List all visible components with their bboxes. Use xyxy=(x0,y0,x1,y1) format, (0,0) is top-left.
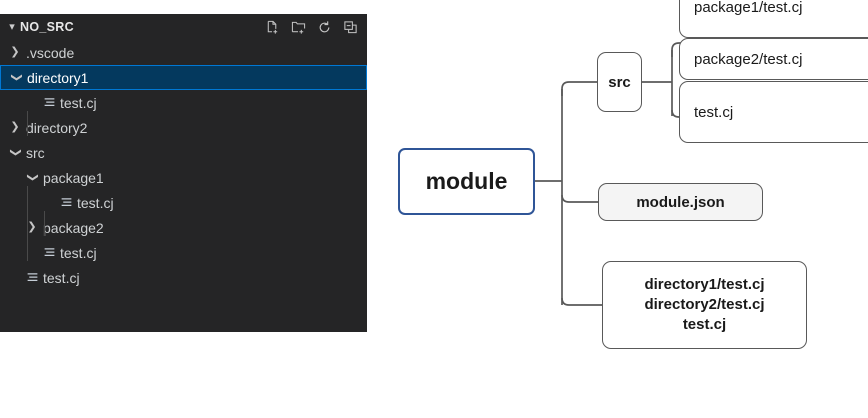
module-structure-diagram: module src package1/test.cj package2/tes… xyxy=(380,0,868,418)
tree-item-label: .vscode xyxy=(26,44,75,61)
diagram-node-line: directory2/test.cj xyxy=(644,296,765,314)
tree-item-testcj-8[interactable]: ❯test.cj xyxy=(0,240,367,265)
tree-item-label: directory1 xyxy=(27,69,89,86)
tree-item-label: src xyxy=(26,144,45,161)
explorer-header[interactable]: ▾ NO_SRC xyxy=(0,14,367,40)
collapse-all-icon[interactable] xyxy=(342,19,359,36)
file-icon xyxy=(58,196,75,209)
file-icon xyxy=(41,246,58,259)
file-icon xyxy=(41,96,58,109)
tree-item-directory2-3[interactable]: ❯ directory2 xyxy=(0,115,367,140)
chevron-down-icon[interactable]: ❯ xyxy=(26,172,39,183)
diagram-node-line: directory1/test.cj xyxy=(644,276,765,294)
tree-item-package2-7[interactable]: ❯ package2 xyxy=(0,215,367,240)
tree-item-testcj-6[interactable]: ❯test.cj xyxy=(0,190,367,215)
tree-indent-guide xyxy=(44,211,45,236)
file-icon xyxy=(24,271,41,284)
tree-indent-guide xyxy=(27,186,28,261)
chevron-down-icon[interactable]: ❯ xyxy=(10,72,23,83)
diagram-node-package1-testcj[interactable]: package1/test.cj xyxy=(679,0,868,38)
file-tree: ❯.vscode❯directory1❯test.cj❯directory2❯s… xyxy=(0,40,367,290)
diagram-node-root-sources[interactable]: directory1/test.cj directory2/test.cj te… xyxy=(602,261,807,349)
diagram-node-line: test.cj xyxy=(682,315,727,333)
explorer-folder-title: NO_SRC xyxy=(20,20,74,34)
tree-item-label: test.cj xyxy=(60,244,97,261)
tree-item-label: directory2 xyxy=(26,119,88,136)
tree-item-directory1-1[interactable]: ❯ directory1 xyxy=(0,65,367,90)
chevron-down-icon[interactable]: ❯ xyxy=(9,147,22,158)
chevron-right-icon[interactable]: ❯ xyxy=(10,46,20,58)
tree-item-testcj-9[interactable]: ❯test.cj xyxy=(0,265,367,290)
tree-item-label: package2 xyxy=(43,219,104,236)
tree-indent-guide xyxy=(27,111,28,136)
tree-item-label: test.cj xyxy=(43,269,80,286)
tree-item-label: package1 xyxy=(43,169,104,186)
tree-item-package1-5[interactable]: ❯ package1 xyxy=(0,165,367,190)
new-folder-icon[interactable] xyxy=(290,19,307,36)
chevron-right-icon[interactable]: ❯ xyxy=(27,221,37,233)
refresh-icon[interactable] xyxy=(316,19,333,36)
chevron-down-icon[interactable]: ▾ xyxy=(9,20,15,33)
chevron-right-icon[interactable]: ❯ xyxy=(10,121,20,133)
tree-item-label: test.cj xyxy=(60,94,97,111)
tree-item-vscode-0[interactable]: ❯ .vscode xyxy=(0,40,367,65)
new-file-icon[interactable] xyxy=(264,19,281,36)
diagram-node-module[interactable]: module xyxy=(398,148,535,215)
vscode-explorer-panel: ▾ NO_SRC xyxy=(0,14,367,332)
explorer-toolbar xyxy=(264,19,359,36)
tree-item-testcj-2[interactable]: ❯test.cj xyxy=(0,90,367,115)
diagram-node-package2-testcj[interactable]: package2/test.cj xyxy=(679,38,868,80)
diagram-connectors xyxy=(535,42,868,306)
diagram-node-module-json[interactable]: module.json xyxy=(598,183,763,221)
diagram-node-src-testcj[interactable]: test.cj xyxy=(679,81,868,143)
tree-item-label: test.cj xyxy=(77,194,114,211)
diagram-node-src[interactable]: src xyxy=(597,52,642,112)
tree-item-src-4[interactable]: ❯ src xyxy=(0,140,367,165)
